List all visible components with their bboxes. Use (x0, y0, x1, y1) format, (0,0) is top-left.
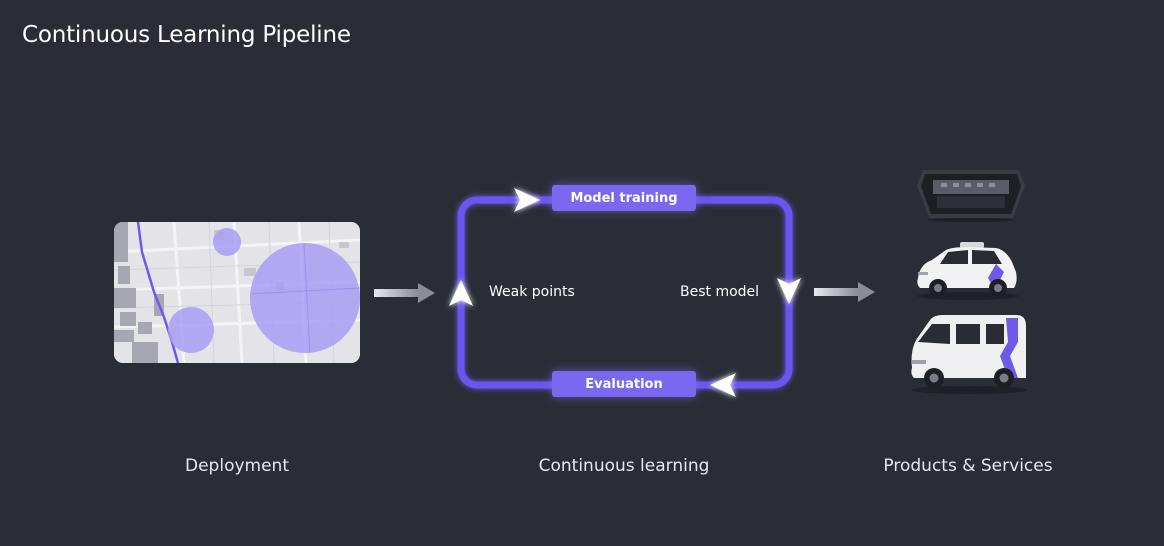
deployment-caption: Deployment (185, 456, 289, 476)
map-icon (114, 222, 360, 363)
flow-arrow-icon (814, 282, 875, 302)
suv-car-icon (917, 242, 1018, 300)
page-title: Continuous Learning Pipeline (22, 22, 351, 48)
evaluation-pill: Evaluation (552, 371, 696, 397)
weak-points-label: Weak points (489, 284, 575, 300)
best-model-label: Best model (680, 284, 760, 300)
products-services-caption: Products & Services (883, 456, 1053, 476)
sensor-unit-icon (917, 170, 1025, 222)
continuous-learning-caption: Continuous learning (538, 456, 710, 476)
flow-arrow-icon (374, 283, 435, 303)
van-icon (911, 315, 1028, 394)
deployment-map-thumbnail (114, 222, 360, 363)
model-training-pill: Model training (552, 185, 696, 211)
